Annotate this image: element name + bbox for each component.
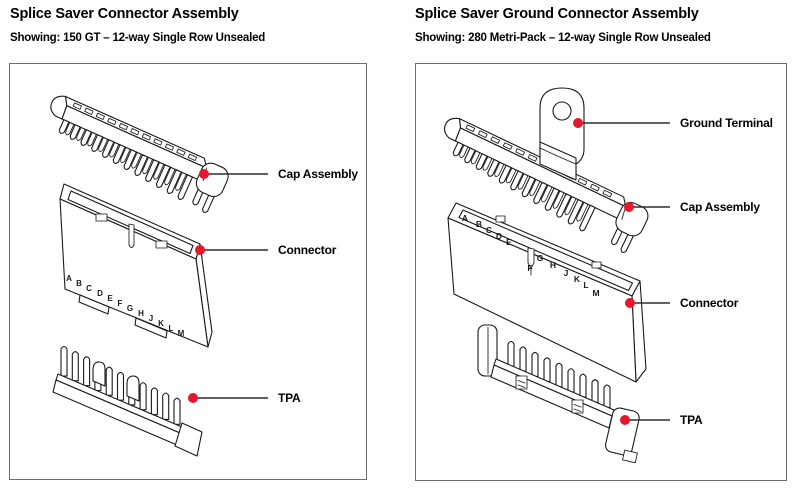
cavity-letter: K: [574, 274, 581, 284]
cavity-letter: H: [138, 309, 144, 318]
callout-dot-ground: [573, 118, 583, 128]
right-panel-subtitle: Showing: 280 Metri-Pack – 12-way Single …: [415, 32, 711, 44]
cavity-letter: B: [76, 279, 82, 288]
cavity-letter: D: [496, 231, 502, 241]
cavity-letter: C: [86, 284, 92, 293]
callout-dot-tpa: [620, 415, 630, 425]
callout-label-connector: Connector: [680, 296, 739, 310]
left-panel-subtitle: Showing: 150 GT – 12-way Single Row Unse…: [10, 32, 266, 44]
cavity-letter: G: [537, 253, 544, 263]
callout-dot-connector: [195, 245, 205, 255]
right-diagram-frame: A B C D E F G H J K L M Ground Terminal: [415, 63, 787, 481]
right-diagram: A B C D E F G H J K L M Ground Terminal: [443, 87, 773, 464]
cavity-letter: F: [527, 263, 532, 273]
callout-label-cap-assembly: Cap Assembly: [680, 200, 760, 214]
cavity-letter: M: [592, 288, 599, 298]
cavity-letter: H: [550, 260, 556, 270]
cavity-letter: A: [66, 274, 72, 283]
cavity-letter: A: [462, 213, 468, 223]
right-callouts: Ground Terminal Cap Assembly Connector T…: [573, 116, 773, 427]
callout-label-ground-terminal: Ground Terminal: [680, 116, 773, 130]
cavity-letters: A B C D E F G H J K L M: [66, 274, 185, 338]
cavity-letters: A B C D E F G H J K L M: [462, 213, 600, 298]
ground-terminal-flange: [539, 141, 577, 181]
left-panel-title: Splice Saver Connector Assembly: [10, 6, 239, 22]
connector-drawing: A B C D E F G H J K L M: [59, 183, 213, 348]
cavity-letter: L: [583, 280, 588, 290]
cavity-letter: C: [486, 225, 492, 235]
callout-dot-tpa: [188, 393, 198, 403]
cavity-letter: K: [158, 319, 164, 328]
callout-label-tpa: TPA: [278, 391, 301, 405]
cavity-letter: J: [564, 268, 569, 278]
connector-drawing: A B C D E F G H J K L M: [447, 202, 647, 383]
left-callouts: Cap Assembly Connector TPA: [188, 167, 359, 405]
cavity-letter: B: [476, 219, 482, 229]
cavity-letter: G: [127, 304, 133, 313]
right-panel-header: Splice Saver Ground Connector Assembly S…: [415, 6, 711, 45]
left-diagram: A B C D E F G H J K L M Cap Assembly Con…: [50, 95, 359, 457]
callout-dot-cap: [199, 169, 209, 179]
cavity-letter: E: [107, 294, 113, 303]
cavity-letter: L: [169, 324, 174, 333]
cavity-letter: E: [506, 237, 512, 247]
cavity-letter: D: [97, 289, 103, 298]
cavity-letter: M: [178, 329, 185, 338]
callout-dot-connector: [625, 298, 635, 308]
cap-assembly-drawing: [50, 95, 229, 214]
cap-assembly-drawing: [443, 117, 649, 254]
left-panel-header: Splice Saver Connector Assembly Showing:…: [10, 6, 265, 45]
callout-label-cap-assembly: Cap Assembly: [278, 167, 358, 181]
tpa-drawing: [52, 345, 203, 457]
cavity-letter: F: [118, 299, 123, 308]
cavity-letter: J: [149, 314, 153, 323]
callout-label-tpa: TPA: [680, 413, 703, 427]
callout-label-connector: Connector: [278, 243, 337, 257]
callout-dot-cap: [624, 202, 634, 212]
left-diagram-frame: A B C D E F G H J K L M Cap Assembly Con…: [9, 63, 367, 480]
right-panel-title: Splice Saver Ground Connector Assembly: [415, 6, 699, 22]
